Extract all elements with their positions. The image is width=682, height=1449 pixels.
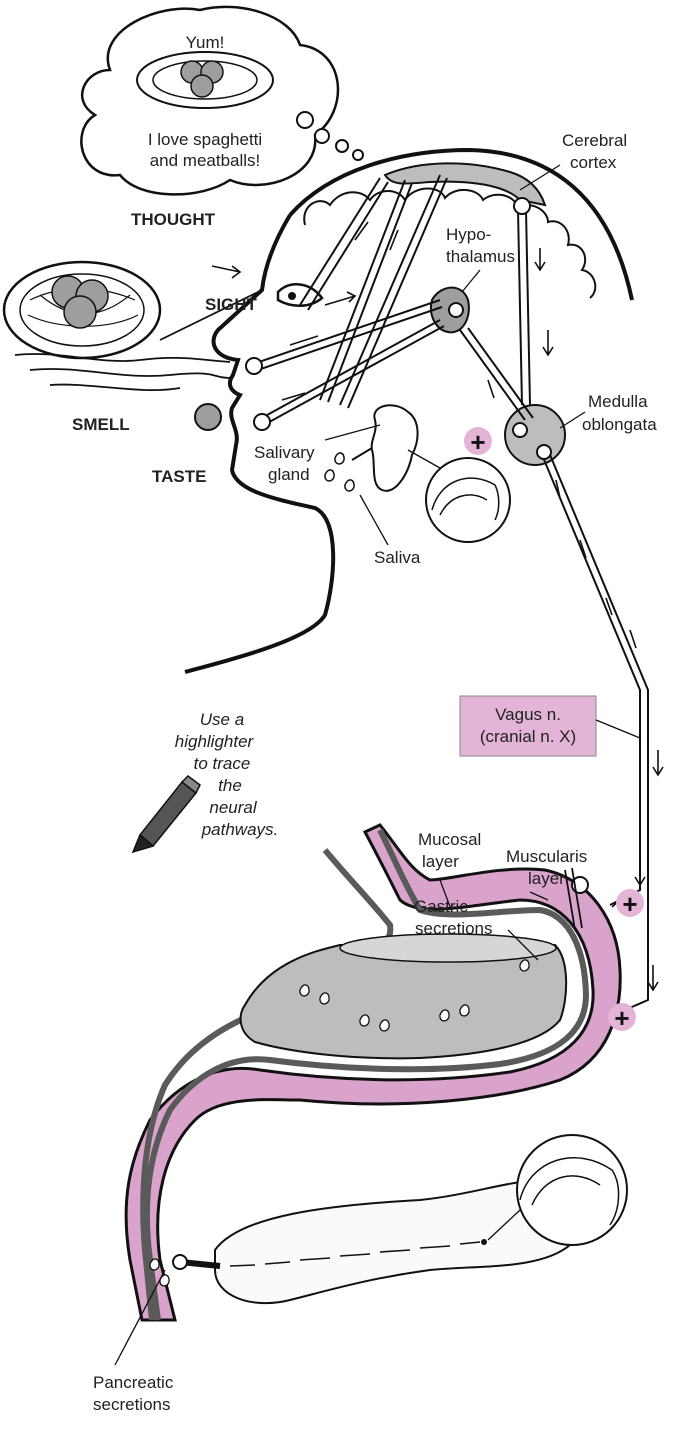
thought-bubble-dot [297,112,313,128]
thought-bubble-dot [353,150,363,160]
thought-bubble-line2: I love spaghetti [148,130,262,149]
svg-text:+: + [622,889,637,919]
label-smell: SMELL [72,415,130,434]
label-saliva: Saliva [374,548,421,567]
cortex-leader [520,165,560,190]
thought-bubble-line3: and meatballs! [150,151,261,170]
label-medulla-1: Medulla [588,392,648,411]
thought-bubble-line1: Yum! [186,33,225,52]
stomach-lumen [241,945,567,1058]
meatball [64,296,96,328]
stimulation-plus-badge: + [616,889,644,919]
salivary-acinus-detail [426,458,510,542]
label-mucosal-2: layer [422,852,459,871]
salivary-duct [352,448,372,460]
label-sight: SIGHT [205,295,258,314]
label-cerebral-cortex-2: cortex [570,153,617,172]
highlighter-icon [133,776,200,852]
label-hypothalamus-2: thalamus [446,247,515,266]
bubble-meatball [191,75,213,97]
pancreatic-duct-opening [173,1255,187,1269]
label-hypothalamus-1: Hypo- [446,225,491,244]
pathway-arrows [212,222,663,990]
thought-bubble-dot [315,129,329,143]
label-taste: TASTE [152,467,206,486]
salivary-connector [408,450,440,468]
label-muscularis-2: layer [528,869,565,888]
salivary-gland [372,405,418,490]
label-muscularis-1: Muscularis [506,847,587,866]
label-gastric-1: Gastric [414,897,468,916]
label-gastric-2: secretions [415,919,492,938]
label-medulla-2: oblongata [582,415,657,434]
gastric-fluid-surface [340,934,556,962]
eye-icon [278,284,322,305]
instruction-line4: the [218,776,242,795]
instruction-line6: pathways. [201,820,279,839]
label-vagus-1: Vagus n. [495,705,561,724]
label-mucosal-1: Mucosal [418,830,481,849]
tongue-taste-icon [195,404,221,430]
thought-bubble-dot [336,140,348,152]
eye-pupil [288,292,296,300]
instruction-line3: to trace [194,754,251,773]
label-salivary-2: gland [268,465,310,484]
label-thought: THOUGHT [131,210,216,229]
label-pancreatic-1: Pancreatic [93,1373,174,1392]
svg-text:+: + [470,427,485,457]
hypothalamus-leader [462,270,480,292]
saliva-drops [325,453,354,491]
pancreatic-acinus-detail [517,1135,627,1245]
instruction-line5: neural [209,798,257,817]
vagus-leader [596,720,640,738]
label-vagus-2: (cranial n. X) [480,727,576,746]
instruction-line1: Use a [200,710,244,729]
stimulation-plus-badge: + [464,427,492,457]
instruction-line2: highlighter [175,732,255,751]
label-salivary-1: Salivary [254,443,315,462]
svg-text:+: + [614,1003,629,1033]
label-cerebral-cortex-1: Cerebral [562,131,627,150]
label-pancreatic-2: secretions [93,1395,170,1414]
pancreatic-duct-point [481,1239,487,1245]
